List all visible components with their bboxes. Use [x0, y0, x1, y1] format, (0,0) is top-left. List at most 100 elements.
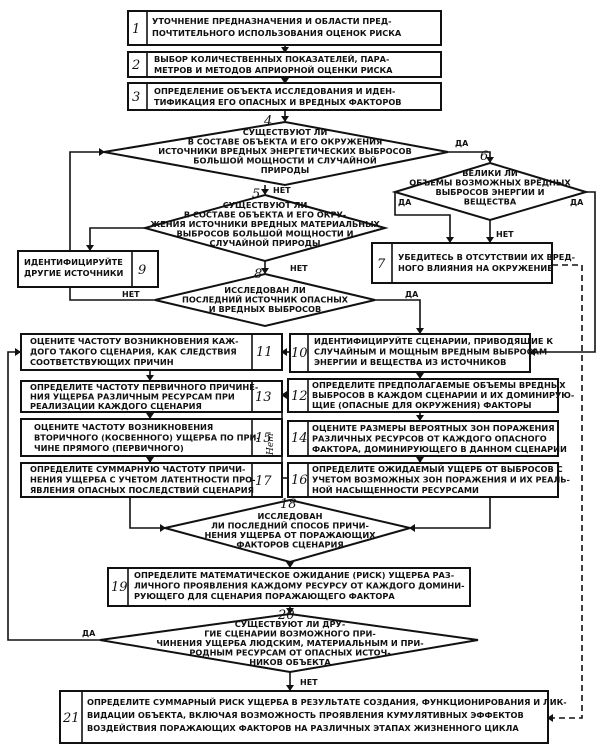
text-line: ОЦЕНИТЕ ЧАСТОТУ ВОЗНИКНОВЕНИЯ КАЖ-: [30, 336, 239, 346]
text-line: ВИДАЦИИ ОБЪЕКТА, ВКЛЮЧАЯ ВОЗМОЖНОСТЬ ПРО…: [87, 710, 524, 720]
text-line: ОПРЕДЕЛИТЕ СУММАРНЫЙ РИСК УЩЕРБА В РЕЗУЛ…: [87, 696, 567, 707]
label-6-yes-left: ДА: [398, 198, 412, 207]
label-8-no: НЕТ: [122, 290, 140, 299]
block-14: 14 ОЦЕНИТЕ РАЗМЕРЫ ВЕРОЯТНЫХ ЗОН ПОРАЖЕН…: [287, 420, 567, 457]
block-13-number: 13: [255, 390, 272, 405]
block-7: 7 УБЕДИТЕСЬ В ОТСУТСТВИИ ИХ ВРЕД-НОГО ВЛ…: [371, 242, 575, 284]
text-line: ОПРЕДЕЛИТЕ СУММАРНУЮ ЧАСТОТУ ПРИЧИ-: [30, 464, 245, 474]
text-line: БОЛЬШОЙ МОЩНОСТИ И СЛУЧАЙНОЙ: [193, 155, 377, 166]
arrow-heads: [15, 47, 553, 722]
text-line: ОПРЕДЕЛИТЕ ОЖИДАЕМЫЙ УЩЕРБ ОТ ВЫБРОСОВ С: [312, 463, 563, 474]
text-line: ДРУГИЕ ИСТОЧНИКИ: [24, 268, 124, 278]
block-1-text: УТОЧНЕНИЕ ПРЕДНАЗНАЧЕНИЯ И ОБЛАСТИ ПРЕД-…: [152, 16, 402, 38]
text-line: В СОСТАВЕ ОБЪЕКТА И ЕГО ОКРУЖЕНИЯ: [188, 137, 383, 147]
text-line: РУЮЩЕГО ДЛЯ СЦЕНАРИЯ ПОРАЖАЮЩЕГО ФАКТОРА: [134, 591, 395, 601]
decision-20-text: СУЩЕСТВУЮТ ЛИ ДРУ-ГИЕ СЦЕНАРИИ ВОЗМОЖНОГ…: [156, 619, 423, 667]
text-line: РЕАЛИЗАЦИИ КАЖДОГО СЦЕНАРИЯ: [30, 401, 202, 411]
decision-20-number: 20: [277, 608, 295, 623]
arrow-8-10: [375, 299, 421, 333]
text-line: ПОЧТИТЕЛЬНОГО ИСПОЛЬЗОВАНИЯ ОЦЕНОК РИСКА: [152, 28, 402, 38]
block-17: 17 ОПРЕДЕЛИТЕ СУММАРНУЮ ЧАСТОТУ ПРИЧИ-НЕ…: [20, 462, 283, 498]
text-line: ЯВЛЕНИЯ ОПАСНЫХ ПОСЛЕДСТВИЙ СЦЕНАРИЯ: [30, 484, 254, 495]
block-21-text: ОПРЕДЕЛИТЕ СУММАРНЫЙ РИСК УЩЕРБА В РЕЗУЛ…: [87, 696, 567, 733]
block-13-text: ОПРЕДЕЛИТЕ ЧАСТОТУ ПЕРВИЧНОГО ПРИЧИНЕ-НИ…: [30, 382, 258, 411]
arrow-16-18: [410, 497, 491, 529]
text-line: ВОЗДЕЙСТВИЯ ПОРАЖАЮЩИХ ФАКТОРОВ НА РАЗЛИ…: [87, 722, 519, 733]
arrow-8-9: [69, 287, 155, 301]
decision-18-number: 18: [280, 497, 297, 512]
label-20-yes: ДА: [82, 629, 96, 638]
block-14-number: 14: [291, 431, 308, 446]
text-line: ЛИ ПОСЛЕДНИЙ СПОСОБ ПРИЧИ-: [211, 520, 369, 531]
text-line: ЩИЕ (ОПАСНЫЕ ДЛЯ ОКРУЖЕНИЯ) ФАКТОРЫ: [312, 400, 531, 410]
label-8-yes: ДА: [405, 290, 419, 299]
text-line: ЭНЕРГИИ И ВЕЩЕСТВА ИЗ ИСТОЧНИКОВ: [314, 357, 506, 367]
block-9-number: 9: [138, 263, 146, 278]
text-line: ФАКТОРОВ СЦЕНАРИЯ: [236, 540, 343, 550]
text-line: МЕТРОВ И МЕТОДОВ АПРИОРНОЙ ОЦЕНКИ РИСКА: [154, 64, 393, 75]
block-2: 2 ВЫБОР КОЛИЧЕСТВЕННЫХ ПОКАЗАТЕЛЕЙ, ПАРА…: [127, 51, 442, 78]
text-line: ПОСЛЕДНИЙ ИСТОЧНИК ОПАСНЫХ: [182, 294, 349, 305]
label-6-yes-right: ДА: [570, 198, 584, 207]
block-11: 11 ОЦЕНИТЕ ЧАСТОТУ ВОЗНИКНОВЕНИЯ КАЖ-ДОГ…: [20, 333, 283, 371]
block-19: 19 ОПРЕДЕЛИТЕ МАТЕМАТИЧЕСКОЕ ОЖИДАНИЕ (Р…: [107, 567, 471, 607]
text-line: В СОСТАВЕ ОБЪЕКТА И ЕГО ОКРУ-: [184, 210, 346, 220]
text-line: НИКОВ ОБЪЕКТА: [249, 657, 331, 667]
block-12-number: 12: [291, 389, 308, 404]
arrow-6-7-a: [394, 192, 451, 242]
decision-20: 20 СУЩЕСТВУЮТ ЛИ ДРУ-ГИЕ СЦЕНАРИИ ВОЗМОЖ…: [99, 608, 479, 674]
decision-8-number: 8: [254, 267, 262, 282]
block-13: 13 ОПРЕДЕЛИТЕ ЧАСТОТУ ПЕРВИЧНОГО ПРИЧИНЕ…: [20, 380, 283, 413]
block-10: 10 ИДЕНТИФИЦИРУЙТЕ СЦЕНАРИИ, ПРИВОДЯЩИЕ …: [289, 333, 553, 373]
block-21-number: 21: [62, 711, 80, 726]
text-line: СЛУЧАЙНОЙ ПРИРОДЫ: [210, 237, 321, 248]
text-line: ЧИНЕНИЯ УЩЕРБА ЛЮДСКИМ, МАТЕРИАЛЬНЫМ И П…: [156, 638, 423, 648]
text-line: НИЯ УЩЕРБА РАЗЛИЧНЫМ РЕСУРСАМ ПРИ: [30, 392, 235, 402]
label-5-no: НЕТ: [290, 264, 308, 273]
block-3: 3 ОПРЕДЕЛЕНИЕ ОБЪЕКТА ИССЛЕДОВАНИЯ И ИДЕ…: [127, 82, 442, 111]
text-line: ОБЪЕМЫ ВОЗМОЖНЫХ ВРЕДНЫХ: [409, 178, 571, 188]
block-2-text: ВЫБОР КОЛИЧЕСТВЕННЫХ ПОКАЗАТЕЛЕЙ, ПАРА-М…: [154, 53, 393, 75]
arrow-17-18: [129, 497, 165, 529]
arrow-20-11: [7, 351, 100, 641]
text-line: ФАКТОРА, ДОМИНИРУЮЩЕГО В ДАННОМ СЦЕНАРИИ: [312, 444, 567, 454]
text-line: ПРИРОДЫ: [261, 165, 309, 175]
text-line: ОПРЕДЕЛЕНИЕ ОБЪЕКТА ИССЛЕДОВАНИЯ И ИДЕН-: [154, 86, 395, 96]
text-line: ИДЕНТИФИЦИРУЙТЕ СЦЕНАРИИ, ПРИВОДЯЩИЕ К: [314, 335, 553, 346]
text-line: ЛИЧНОГО ПРОЯВЛЕНИЯ КАЖДОМУ РЕСУРСУ ОТ КА…: [134, 581, 465, 591]
block-19-number: 19: [111, 580, 128, 595]
text-line: ЧИНЕ ПРЯМОГО (ПЕРВИЧНОГО): [34, 443, 184, 453]
block-17-text: ОПРЕДЕЛИТЕ СУММАРНУЮ ЧАСТОТУ ПРИЧИ-НЕНИЯ…: [30, 464, 256, 495]
text-line: СУЩЕСТВУЮТ ЛИ: [243, 127, 328, 137]
label-6-no: НЕТ: [496, 230, 514, 239]
block-1: 1 УТОЧНЕНИЕ ПРЕДНАЗНАЧЕНИЯ И ОБЛАСТИ ПРЕ…: [127, 10, 442, 46]
text-line: ОЦЕНИТЕ ЧАСТОТУ ВОЗНИКНОВЕНИЯ: [34, 422, 213, 432]
label-20-no: НЕТ: [300, 678, 318, 687]
block-16: 16 ОПРЕДЕЛИТЕ ОЖИДАЕМЫЙ УЩЕРБ ОТ ВЫБРОСО…: [287, 462, 570, 498]
block-1-number: 1: [132, 22, 140, 37]
text-line: ОПРЕДЕЛИТЕ ПРЕДПОЛАГАЕМЫЕ ОБЪЕМЫ ВРЕДНЫХ: [312, 380, 566, 390]
text-line: НОГО ВЛИЯНИЯ НА ОКРУЖЕНИЕ: [398, 263, 553, 273]
label-4-yes: ДА: [455, 139, 469, 148]
block-10-number: 10: [291, 346, 308, 361]
text-line: ВЫБРОСОВ В КАЖДОМ СЦЕНАРИИ И ИХ ДОМИНИРУ…: [312, 390, 574, 400]
arrow-5-9: [89, 227, 145, 250]
text-line: ВЫБРОСОВ ЭНЕРГИИ И: [435, 187, 544, 197]
text-line: УТОЧНЕНИЕ ПРЕДНАЗНАЧЕНИЯ И ОБЛАСТИ ПРЕД-: [152, 16, 392, 26]
block-12-text: ОПРЕДЕЛИТЕ ПРЕДПОЛАГАЕМЫЕ ОБЪЕМЫ ВРЕДНЫХ…: [312, 380, 574, 410]
text-line: ОЦЕНИТЕ РАЗМЕРЫ ВЕРОЯТНЫХ ЗОН ПОРАЖЕНИЯ: [312, 423, 555, 433]
